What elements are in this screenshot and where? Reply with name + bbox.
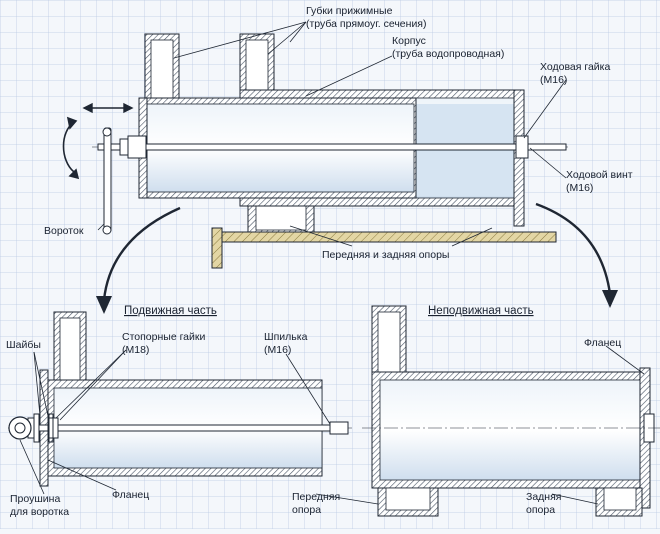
- label-lead-nut: Ходовая гайка(М16): [540, 61, 610, 86]
- washer-2: [48, 413, 54, 443]
- label-lock-nuts: Стопорные гайки(М18): [122, 331, 205, 356]
- lead-screw-top: [97, 143, 567, 151]
- label-jaws: Губки прижимные(труба прямоуг. сечения): [306, 5, 427, 30]
- label-lead-screw: Ходовой винт(М16): [566, 169, 633, 194]
- leader-lines: [19, 21, 645, 505]
- ground-edge: [211, 227, 223, 269]
- handle-bar: [103, 127, 112, 233]
- title-fixed: Неподвижная часть: [428, 305, 534, 317]
- push-pull-arrow: [82, 102, 134, 114]
- fixed-part: [362, 305, 660, 517]
- title-movable: Подвижная часть: [124, 305, 217, 317]
- lead-nut-top: [515, 135, 529, 159]
- assembled-vise: [62, 33, 570, 269]
- label-supports: Передняя и задняя опоры: [322, 249, 449, 261]
- washer-1: [33, 413, 40, 443]
- labels: Губки прижимные(труба прямоуг. сечения) …: [6, 5, 633, 518]
- label-flange-right: Фланец: [584, 337, 621, 349]
- label-stud: Шпилька(М16): [264, 331, 308, 356]
- label-flange-left: Фланец: [112, 489, 149, 501]
- rotation-arrow: [62, 116, 80, 180]
- stud: [29, 424, 347, 432]
- label-body: Корпус(труба водопроводная): [392, 35, 504, 60]
- handle-collar: [127, 135, 147, 159]
- ground: [217, 231, 557, 243]
- split-arrows: [96, 202, 618, 314]
- label-handle: Вороток: [44, 225, 84, 237]
- label-washers: Шайбы: [6, 339, 41, 351]
- movable-part: [8, 311, 352, 487]
